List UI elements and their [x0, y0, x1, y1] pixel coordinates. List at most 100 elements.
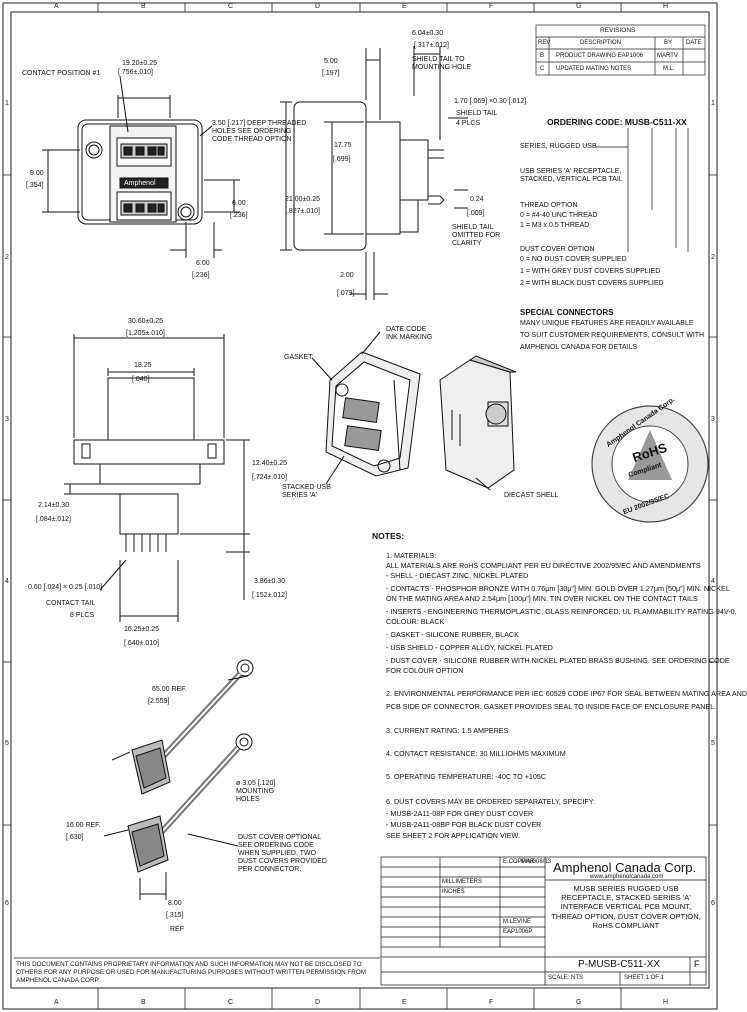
rev-row-c-by: M.L.	[663, 66, 675, 72]
ordering-dust-2: 2 = WITH BLACK DUST COVERS SUPPLIED	[520, 280, 664, 287]
dust-cover-drawing	[103, 659, 254, 900]
title-block-company: Amphenol Canada Corp.	[553, 860, 697, 875]
dim-8-00: 8.00	[168, 900, 182, 907]
special-connectors-line-3: AMPHENOL CANADA FOR DETAILS	[520, 344, 638, 351]
ordering-usb-series: USB SERIES 'A' RECEPTACLE, STACKED, VERT…	[520, 168, 623, 183]
note-line: - SHELL - DIECAST ZINC, NICKEL PLATED	[386, 571, 529, 580]
note-line: - MUSB-2A11-08BP FOR BLACK DUST COVER	[386, 820, 542, 829]
zone-col-e-bottom: E	[402, 999, 407, 1006]
zone-row-1: 1	[5, 100, 9, 107]
title-block-date: MAR 08/13	[521, 859, 552, 865]
zone-row-2: 2	[5, 254, 9, 261]
drawing-frame	[2, 2, 718, 1010]
zone-row-2-right: 2	[711, 254, 715, 261]
zone-col-b-bottom: B	[141, 999, 146, 1006]
title-block-website: www.amphenolcanada.com	[590, 874, 664, 880]
ordering-dust-1: 1 = WITH GREY DUST COVERS SUPPLIED	[520, 268, 661, 275]
dim-16-25-in: [.640±.010]	[124, 640, 159, 647]
label-threaded-holes: 3.50 [.217] DEEP THREADED HOLES SEE ORDE…	[212, 120, 307, 143]
zone-col-f-bottom: F	[489, 999, 494, 1006]
zone-row-3-right: 3	[711, 416, 715, 423]
note-line: 3. CURRENT RATING: 1.5 AMPERES	[386, 726, 509, 735]
title-block-units: MILLIMETERS	[442, 879, 483, 885]
note-line: PCB SIDE OF CONNECTOR. GASKET PROVIDES S…	[386, 702, 717, 711]
title-block-grid	[14, 856, 707, 986]
dim-5-00-in: [.197]	[322, 70, 340, 77]
dim-65-00: 65.00 REF.	[152, 686, 187, 693]
zone-row-4: 4	[5, 578, 9, 585]
label-amphenol-insert: Amphenol	[122, 180, 158, 188]
dim-9-00-in: [.354]	[26, 182, 44, 189]
zone-col-h-bottom: H	[663, 999, 669, 1006]
zone-col-d-bottom: D	[315, 999, 321, 1006]
note-line: - DUST COVER - SILICONE RUBBER WITH NICK…	[386, 656, 730, 665]
dim-21-00: 21.00±0.25	[285, 196, 320, 203]
ordering-dust-title: DUST COVER OPTION	[520, 246, 595, 253]
label-gasket: GASKET	[284, 354, 313, 361]
title-block-description: MUSB SERIES RUGGED USB RECEPTACLE, STACK…	[551, 884, 701, 930]
label-stacked-usb: STACKED USB SERIES 'A'	[282, 484, 331, 499]
proprietary-disclaimer: THIS DOCUMENT CONTAINS PROPRIETARY INFOR…	[16, 961, 366, 984]
note-line: 5. OPERATING TEMPERATURE: -40C TO +105C	[386, 772, 547, 781]
label-contact-position: CONTACT POSITION #1	[22, 70, 101, 77]
label-4-plcs: 4 PLCS	[456, 120, 481, 127]
rev-row-b-desc: PRODUCT DRAWING EAP1006	[556, 53, 644, 59]
dim-6-00-bottom-in: [.236]	[192, 272, 210, 279]
dim-6-04-in: [.317±.012]	[414, 42, 449, 49]
dim-65-00-in: [2.559]	[148, 698, 170, 705]
rev-header-date: DATE	[686, 40, 702, 46]
note-line: - MUSB-2A11-08P FOR GREY DUST COVER	[386, 809, 534, 818]
dim-30-60-in: [1.205±.010]	[126, 330, 165, 337]
zone-row-1-right: 1	[711, 100, 715, 107]
special-connectors-line-2: TO SUIT CUSTOMER REQUIREMENTS, CONSULT W…	[520, 332, 705, 339]
zone-row-3: 3	[5, 416, 9, 423]
dim-0-24: 0.24	[470, 196, 484, 203]
revision-table-title: REVISIONS	[600, 27, 636, 34]
note-line: ALL MATERIALS ARE RoHS COMPLIANT PER EU …	[386, 561, 701, 570]
title-block-approved: EAP1006P	[503, 929, 533, 935]
title-block-scale: SCALE: NTS	[548, 975, 584, 981]
dim-0-24-in: [.009]	[467, 210, 485, 217]
dim-6-00-bottom: 6.00	[196, 260, 210, 267]
note-line: ON THE MATING AREA AND 2.54μm [100μ"] MI…	[386, 594, 698, 603]
ordering-thread-title: THREAD OPTION	[520, 202, 578, 209]
title-block-revision: F	[694, 959, 700, 969]
label-contact-tail: CONTACT TAIL	[46, 600, 96, 607]
special-connectors-title: SPECIAL CONNECTORS	[520, 308, 614, 317]
dim-19-20: 19.20±0.25	[122, 60, 157, 67]
isometric-view-diecast	[439, 355, 517, 491]
dim-16-25: 16.25±0.25	[124, 626, 159, 633]
zone-col-h: H	[663, 3, 669, 10]
label-mounting-holes: ø 3.05 [.120] MOUNTING HOLES	[236, 780, 276, 803]
side-view	[280, 46, 468, 300]
label-shield-omitted: SHIELD TAIL OMITTED FOR CLARITY	[452, 224, 501, 247]
label-ref: REF	[170, 926, 184, 933]
ordering-series: SERIES, RUGGED USB	[520, 143, 597, 150]
zone-col-c: C	[228, 3, 234, 10]
title-block-inches: INCHES	[442, 889, 465, 895]
label-shield-tail: SHIELD TAIL	[456, 110, 498, 117]
dim-16-00: 16.00 REF.	[66, 822, 101, 829]
dim-6-04: 6.04±0.30	[412, 30, 444, 37]
ordering-code-leaders	[596, 128, 689, 252]
label-date-code: DATE CODE INK MARKING	[386, 326, 433, 341]
dim-2-00-in: [.079]	[337, 290, 355, 297]
connector-drawings	[14, 46, 707, 986]
dim-19-20-in: [.756±.010]	[118, 69, 153, 76]
dim-8-00-in: [.315]	[166, 912, 184, 919]
dim-17-75-in: [.699]	[333, 156, 351, 163]
note-line: FOR COLOUR OPTION	[386, 666, 464, 675]
zone-row-4-right: 4	[711, 578, 715, 585]
dim-17-75: 17.75	[334, 142, 352, 149]
note-line: 4. CONTACT RESISTANCE: 30 MILLIOHMS MAXI…	[386, 749, 566, 758]
zone-col-c-bottom: C	[228, 999, 234, 1006]
isometric-view-gasket	[311, 331, 421, 485]
dim-2-00: 2.00	[340, 272, 354, 279]
dim-6-00-right-in: [.236]	[230, 212, 248, 219]
title-block-part-number: P-MUSB-C511-XX	[578, 959, 661, 970]
label-diecast-shell: DIECAST SHELL	[504, 492, 559, 499]
dim-18-25: 18.25	[134, 362, 152, 369]
notes-title: NOTES:	[372, 531, 405, 541]
note-line: 1. MATERIALS:	[386, 551, 437, 560]
